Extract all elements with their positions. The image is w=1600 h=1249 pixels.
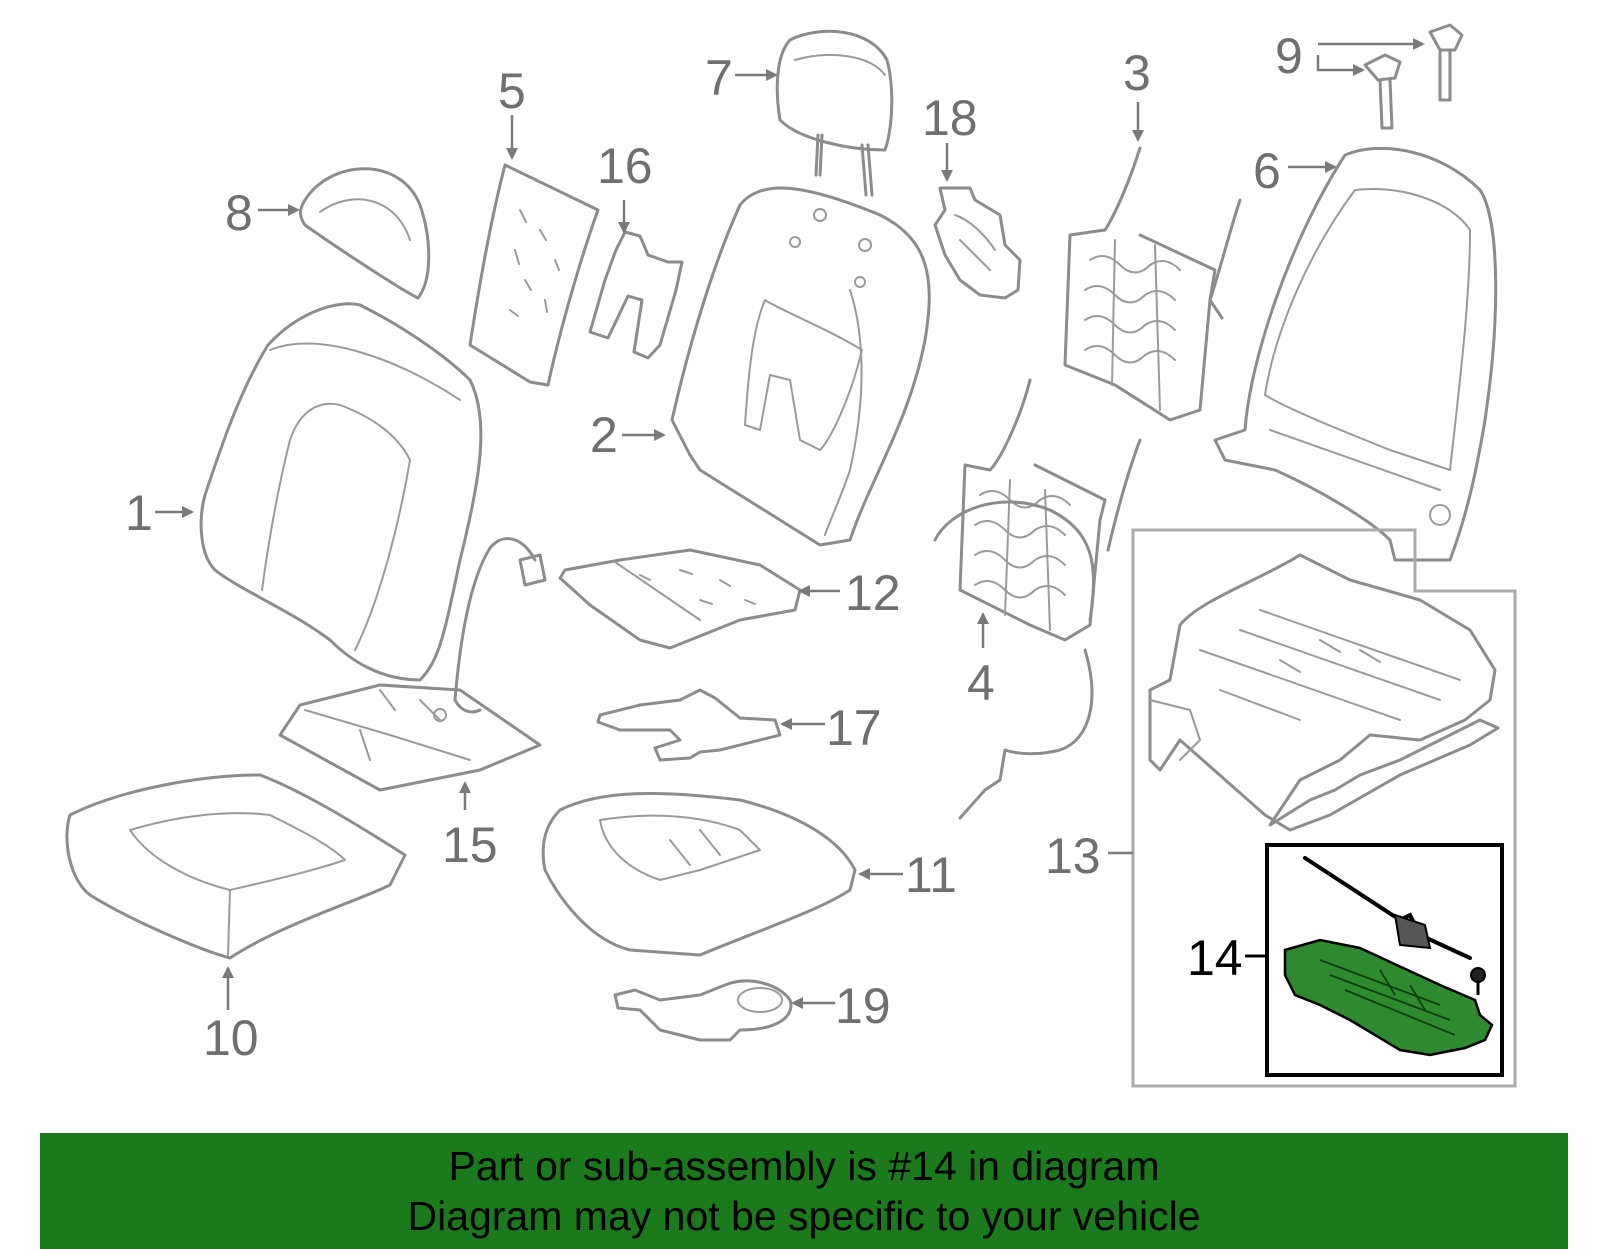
callout-8: 8 bbox=[225, 185, 253, 241]
callout-2: 2 bbox=[590, 407, 618, 463]
part-13-seat-track-box[interactable] bbox=[1131, 528, 1517, 1088]
callout-15: 15 bbox=[442, 817, 498, 873]
part-4-lumbar-assembly[interactable] bbox=[933, 378, 1142, 820]
callout-14: 14 bbox=[1187, 930, 1243, 986]
part-8-headrest[interactable] bbox=[299, 167, 431, 300]
part-6-seatback-frame[interactable] bbox=[1213, 146, 1498, 562]
info-banner: Part or sub-assembly is #14 in diagram D… bbox=[40, 1133, 1568, 1249]
callout-11: 11 bbox=[905, 847, 957, 903]
part-19-motor[interactable] bbox=[613, 979, 793, 1042]
part-15-seat-pad[interactable] bbox=[278, 683, 542, 792]
part-3-lumbar-support[interactable] bbox=[1063, 146, 1242, 422]
wire-harness[interactable] bbox=[453, 537, 547, 714]
part-18-module[interactable] bbox=[933, 186, 1022, 300]
part-5-back-panel[interactable] bbox=[468, 163, 600, 387]
part-2-seatback-pad[interactable] bbox=[670, 186, 931, 547]
callout-19: 19 bbox=[835, 978, 891, 1034]
part-10-cushion-cover[interactable] bbox=[65, 773, 407, 960]
callout-9: 9 bbox=[1275, 28, 1303, 84]
part-14-highlight-box[interactable] bbox=[1265, 843, 1504, 1077]
part-9-guide-pins[interactable] bbox=[1363, 23, 1464, 130]
callout-labels: 1 2 3 4 5 6 7 8 9 10 11 12 13 14 15 16 1… bbox=[125, 28, 1303, 1066]
part-7-headrest[interactable] bbox=[775, 29, 894, 197]
callout-6: 6 bbox=[1253, 143, 1281, 199]
callout-4: 4 bbox=[967, 655, 995, 711]
callout-12: 12 bbox=[845, 565, 901, 621]
callout-1: 1 bbox=[125, 485, 153, 541]
leader-arrows bbox=[155, 38, 1425, 1010]
callout-13: 13 bbox=[1045, 828, 1101, 884]
callout-5: 5 bbox=[498, 63, 526, 119]
part-1-seatback-cover[interactable] bbox=[199, 302, 483, 682]
part-12-cushion-panel[interactable] bbox=[558, 548, 802, 650]
part-11-cushion-pad[interactable] bbox=[541, 791, 857, 957]
callout-7: 7 bbox=[705, 50, 733, 106]
callout-16: 16 bbox=[597, 138, 653, 194]
callout-17: 17 bbox=[826, 700, 882, 756]
banner-line-1: Part or sub-assembly is #14 in diagram bbox=[448, 1143, 1160, 1189]
part-17-bracket[interactable] bbox=[596, 688, 782, 762]
callout-3: 3 bbox=[1123, 45, 1151, 101]
part-16-bracket[interactable] bbox=[588, 230, 684, 360]
banner-line-2: Diagram may not be specific to your vehi… bbox=[407, 1193, 1201, 1239]
callout-10: 10 bbox=[203, 1010, 259, 1066]
callout-18: 18 bbox=[922, 90, 978, 146]
